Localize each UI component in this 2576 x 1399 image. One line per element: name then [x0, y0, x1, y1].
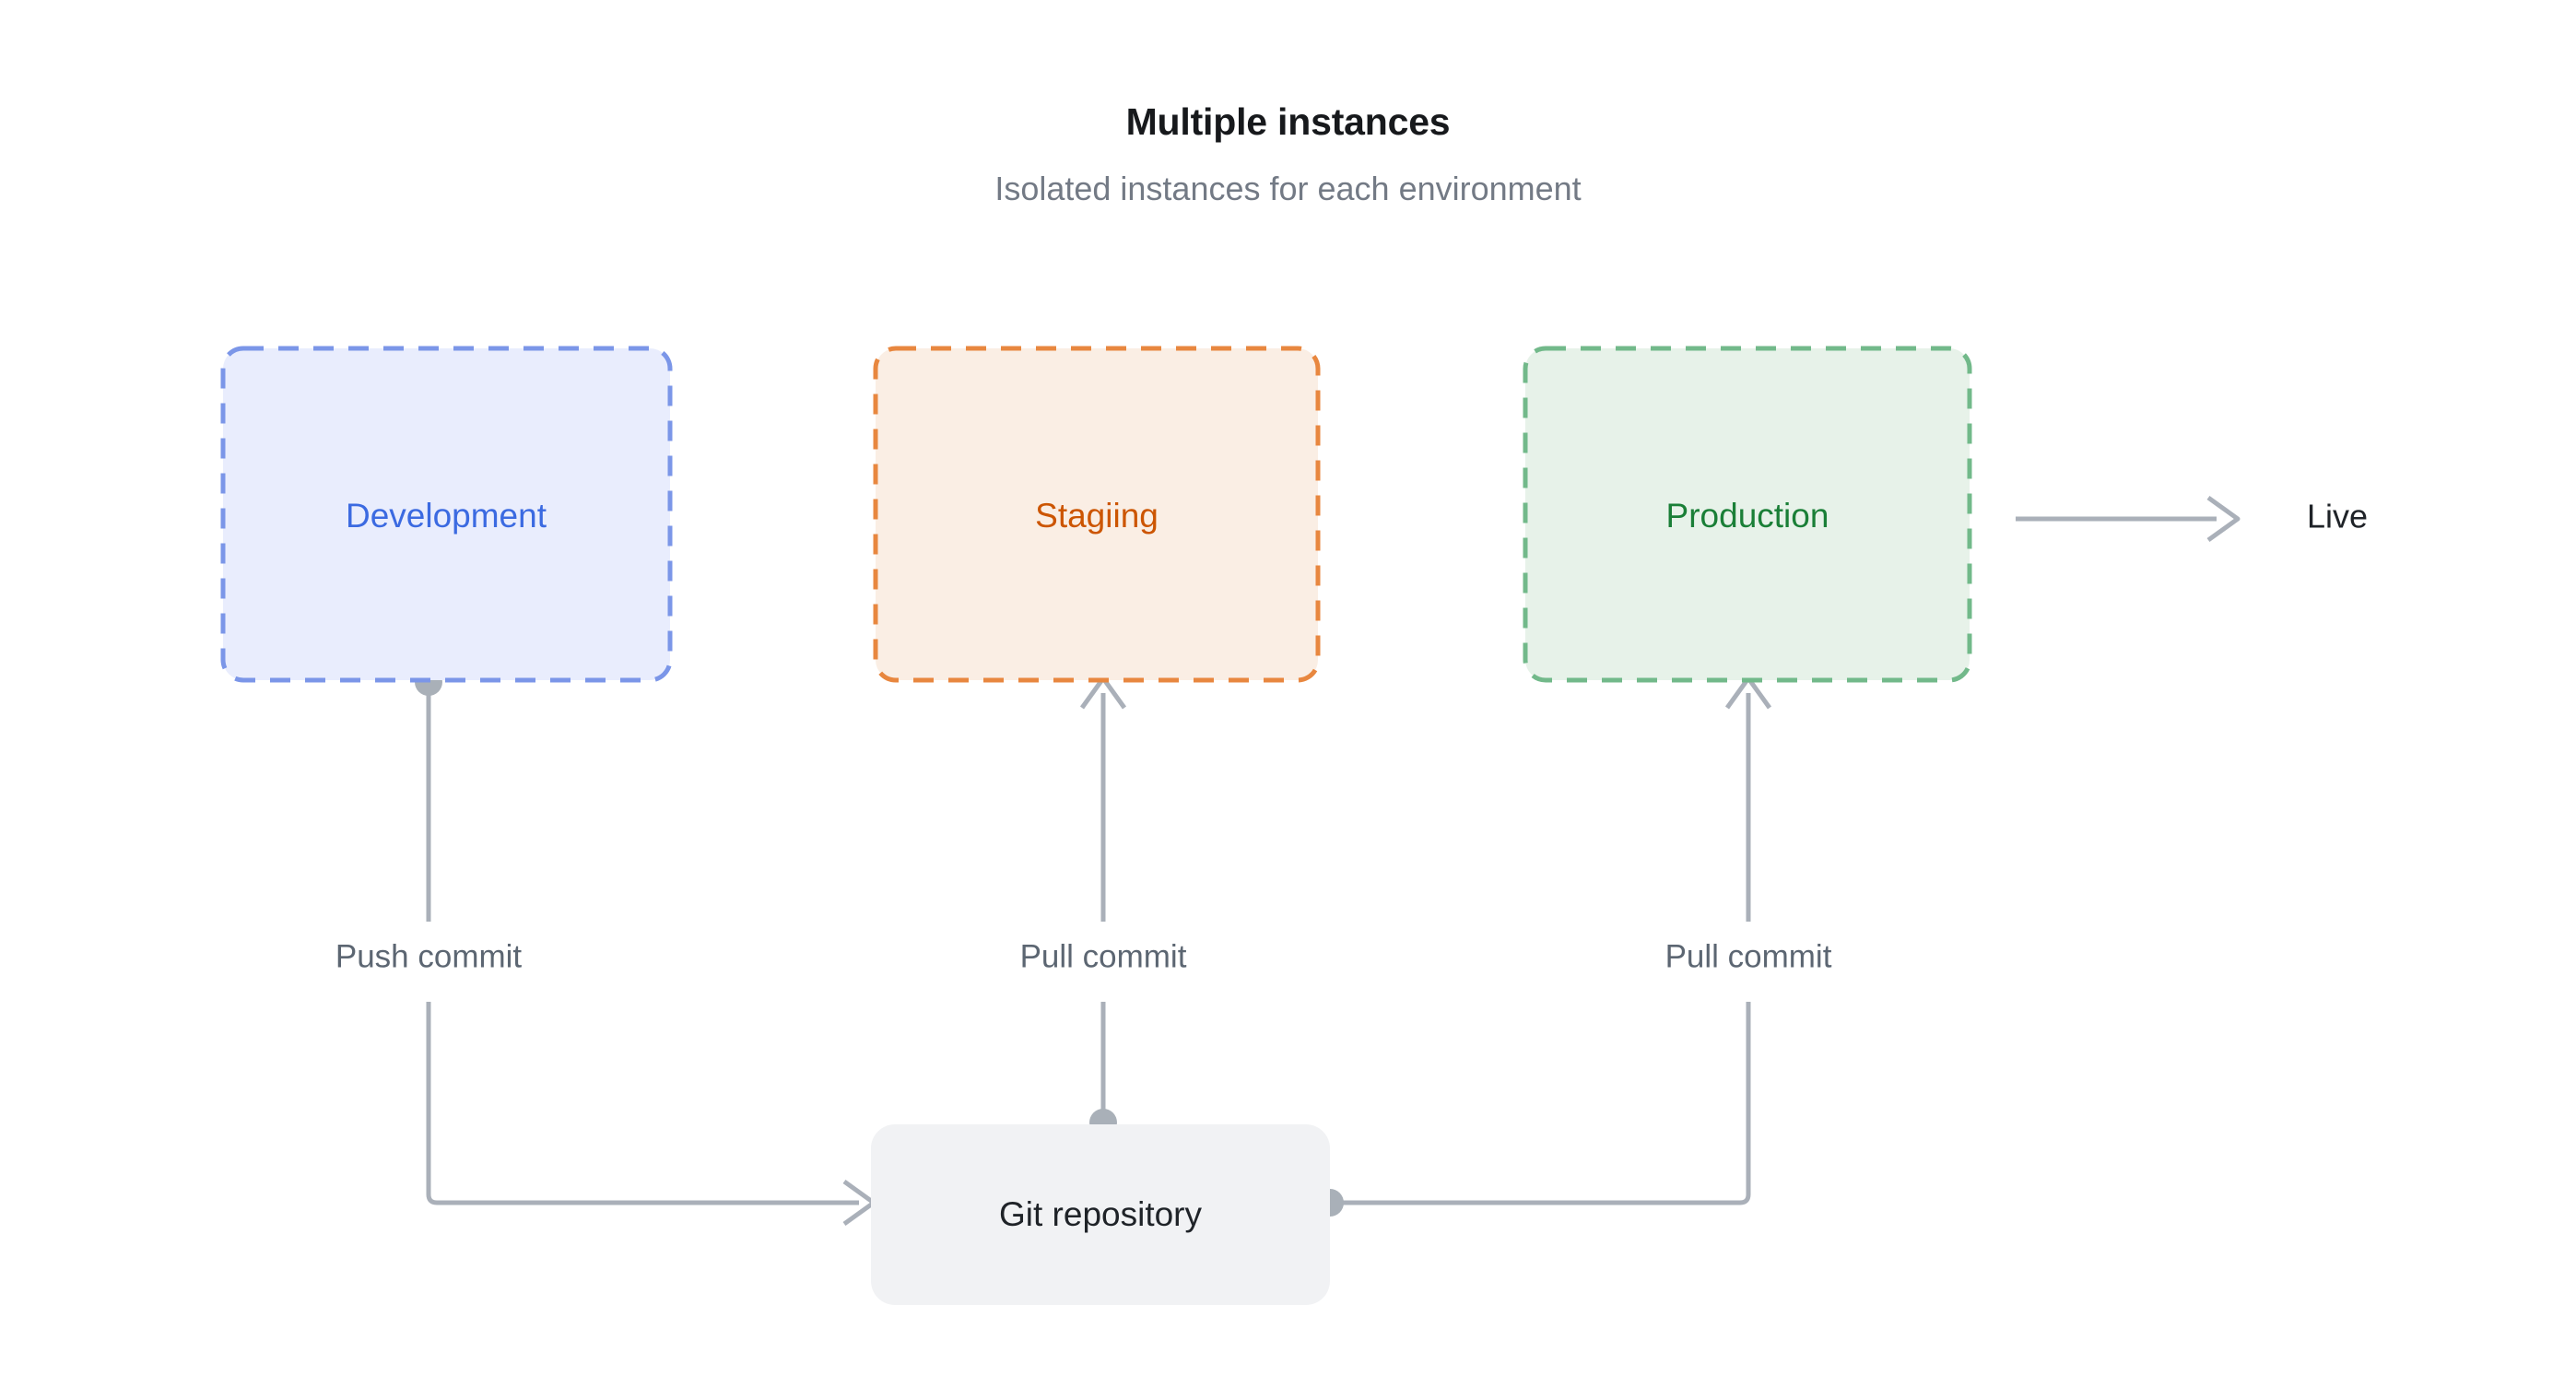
node-development[interactable]: Development: [220, 346, 673, 683]
edge-production-live: [2016, 495, 2241, 543]
node-staging[interactable]: Stagiing: [873, 346, 1321, 683]
edge-label-pull-commit-production: Pull commit: [1665, 938, 1832, 974]
node-live-label: Live: [2307, 498, 2368, 535]
node-development-label: Development: [346, 497, 547, 535]
node-production[interactable]: Production: [1523, 346, 1972, 683]
node-git-repository-label: Git repository: [999, 1195, 1203, 1233]
node-staging-label: Stagiing: [1035, 497, 1159, 535]
node-git-repository-box[interactable]: [871, 1124, 1330, 1305]
edge-production-live-arrowhead: [2206, 495, 2241, 543]
node-staging-box[interactable]: [873, 346, 1321, 683]
node-production-box[interactable]: [1523, 346, 1972, 683]
node-production-label: Production: [1666, 497, 1829, 535]
edge-push-commit: Push commit: [335, 668, 876, 1227]
node-live: Live: [2307, 498, 2368, 535]
node-development-box[interactable]: [220, 346, 673, 683]
edge-label-pull-commit-staging: Pull commit: [1020, 938, 1187, 974]
edge-pull-commit-production-segment-lower: [1335, 1002, 1751, 1205]
edge-pull-commit-staging: Pull commit: [1020, 676, 1187, 1136]
edge-push-commit-segment-lower: [426, 1002, 859, 1205]
edge-pull-commit-production: Pull commit: [1316, 676, 1832, 1217]
node-git-repository[interactable]: Git repository: [871, 1124, 1330, 1305]
edge-label-push-commit: Push commit: [335, 938, 523, 974]
